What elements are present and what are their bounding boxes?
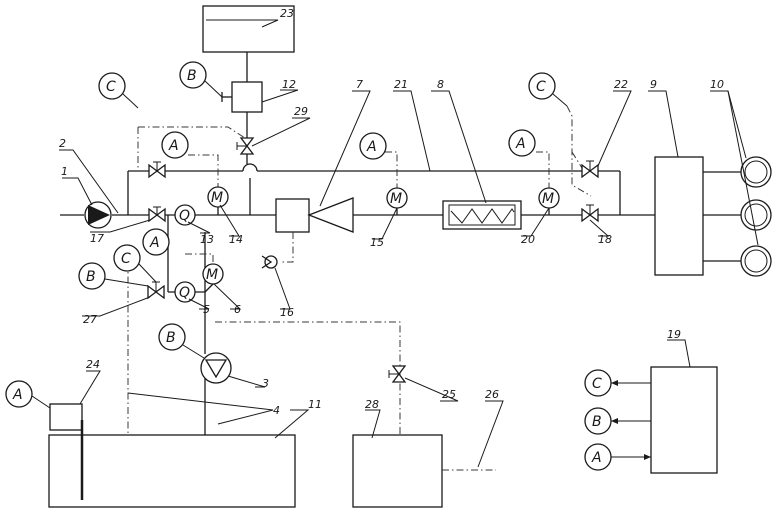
- label-12: 12: [282, 78, 296, 91]
- label-5: 5: [203, 303, 210, 316]
- label-7: 7: [356, 78, 363, 91]
- label-9: 9: [650, 78, 657, 91]
- svg-text:B: B: [592, 414, 602, 430]
- sensor-24: [50, 404, 82, 430]
- block-19: [651, 367, 717, 473]
- manometer-15-letter: M: [390, 191, 402, 207]
- label-18: 18: [598, 233, 612, 246]
- pipe-crossover: [243, 164, 257, 171]
- callout-A-19: A: [585, 444, 651, 470]
- label-19: 19: [667, 328, 681, 341]
- label-23: 23: [280, 7, 294, 20]
- svg-text:C: C: [106, 79, 116, 95]
- label-24: 24: [86, 358, 100, 371]
- label-1: 1: [61, 165, 68, 178]
- label-16: 16: [280, 306, 294, 319]
- svg-text:A: A: [591, 450, 602, 466]
- label-22: 22: [614, 78, 628, 91]
- manometer-14-letter: M: [211, 190, 223, 206]
- svg-text:A: A: [168, 138, 179, 154]
- flowmeter-5-letter: Q: [179, 285, 190, 301]
- callout-A-24: A: [6, 381, 50, 408]
- valve-29: [237, 138, 253, 154]
- consumer-10-bot: [741, 246, 771, 276]
- label-15: 15: [370, 236, 384, 249]
- callout-C-right: C: [529, 73, 567, 106]
- label-28: 28: [365, 398, 379, 411]
- label-26: 26: [485, 388, 499, 401]
- ctrl-C-right: [567, 106, 591, 196]
- label-13: 13: [200, 233, 214, 246]
- callout-A-14: A: [162, 132, 188, 158]
- svg-text:A: A: [366, 139, 377, 155]
- callout-A-6: A: [143, 229, 169, 255]
- label-27: 27: [83, 313, 97, 326]
- valve-27: [148, 282, 164, 298]
- valve-25: [389, 366, 405, 382]
- ctrl-A-6: [185, 254, 213, 265]
- label-29: 29: [294, 105, 308, 118]
- tank-11: [49, 435, 295, 507]
- callout-C-top-left: C: [99, 73, 138, 108]
- ctrl-16: [282, 232, 293, 262]
- valve-18: [582, 205, 598, 221]
- svg-text:A: A: [12, 387, 23, 403]
- label-4: 4: [273, 404, 280, 417]
- valve-22: [582, 161, 598, 177]
- callout-B-top: B: [180, 62, 222, 97]
- ctrl-A-15: [385, 152, 397, 188]
- label-20: 20: [521, 233, 535, 246]
- svg-text:C: C: [592, 376, 602, 392]
- label-14: 14: [229, 233, 243, 246]
- block-12: [232, 82, 262, 112]
- flowmeter-13-letter: Q: [179, 208, 190, 224]
- ctrl-C-22: [572, 152, 582, 168]
- svg-text:C: C: [536, 79, 546, 95]
- label-3: 3: [262, 377, 269, 390]
- callout-B-27: B: [79, 263, 148, 289]
- m6-tap: [205, 284, 213, 292]
- label-11: 11: [308, 398, 322, 411]
- check-valve-16: [262, 256, 277, 268]
- manometer-20-letter: M: [542, 191, 554, 207]
- svg-text:C: C: [121, 251, 131, 267]
- svg-text:A: A: [149, 235, 160, 251]
- svg-text:B: B: [187, 68, 197, 84]
- svg-text:A: A: [515, 136, 526, 152]
- diffuser-7: [309, 198, 353, 232]
- valve-bypass-left: [149, 162, 165, 177]
- callout-B-19: B: [585, 408, 651, 434]
- block-9: [655, 157, 703, 275]
- callout-B-pump3: B: [159, 324, 204, 358]
- tank-28: [353, 435, 442, 507]
- label-8: 8: [437, 78, 444, 91]
- manometer-6-letter: M: [206, 267, 218, 283]
- svg-text:B: B: [86, 269, 96, 285]
- valve-17: [149, 207, 165, 221]
- label-17: 17: [90, 232, 104, 245]
- label-10: 10: [710, 78, 724, 91]
- block-7: [276, 199, 309, 232]
- label-21: 21: [394, 78, 408, 91]
- callout-A-15: A: [360, 133, 386, 159]
- consumer-10-mid: [741, 200, 771, 230]
- label-25: 25: [442, 388, 456, 401]
- callout-A-20: A: [509, 130, 535, 156]
- svg-text:B: B: [166, 330, 176, 346]
- label-6: 6: [234, 303, 241, 316]
- label-2: 2: [59, 137, 66, 150]
- callout-C-19: C: [585, 370, 651, 396]
- ctrl-A-20: [536, 152, 549, 188]
- ctrl-C-top: [138, 127, 248, 140]
